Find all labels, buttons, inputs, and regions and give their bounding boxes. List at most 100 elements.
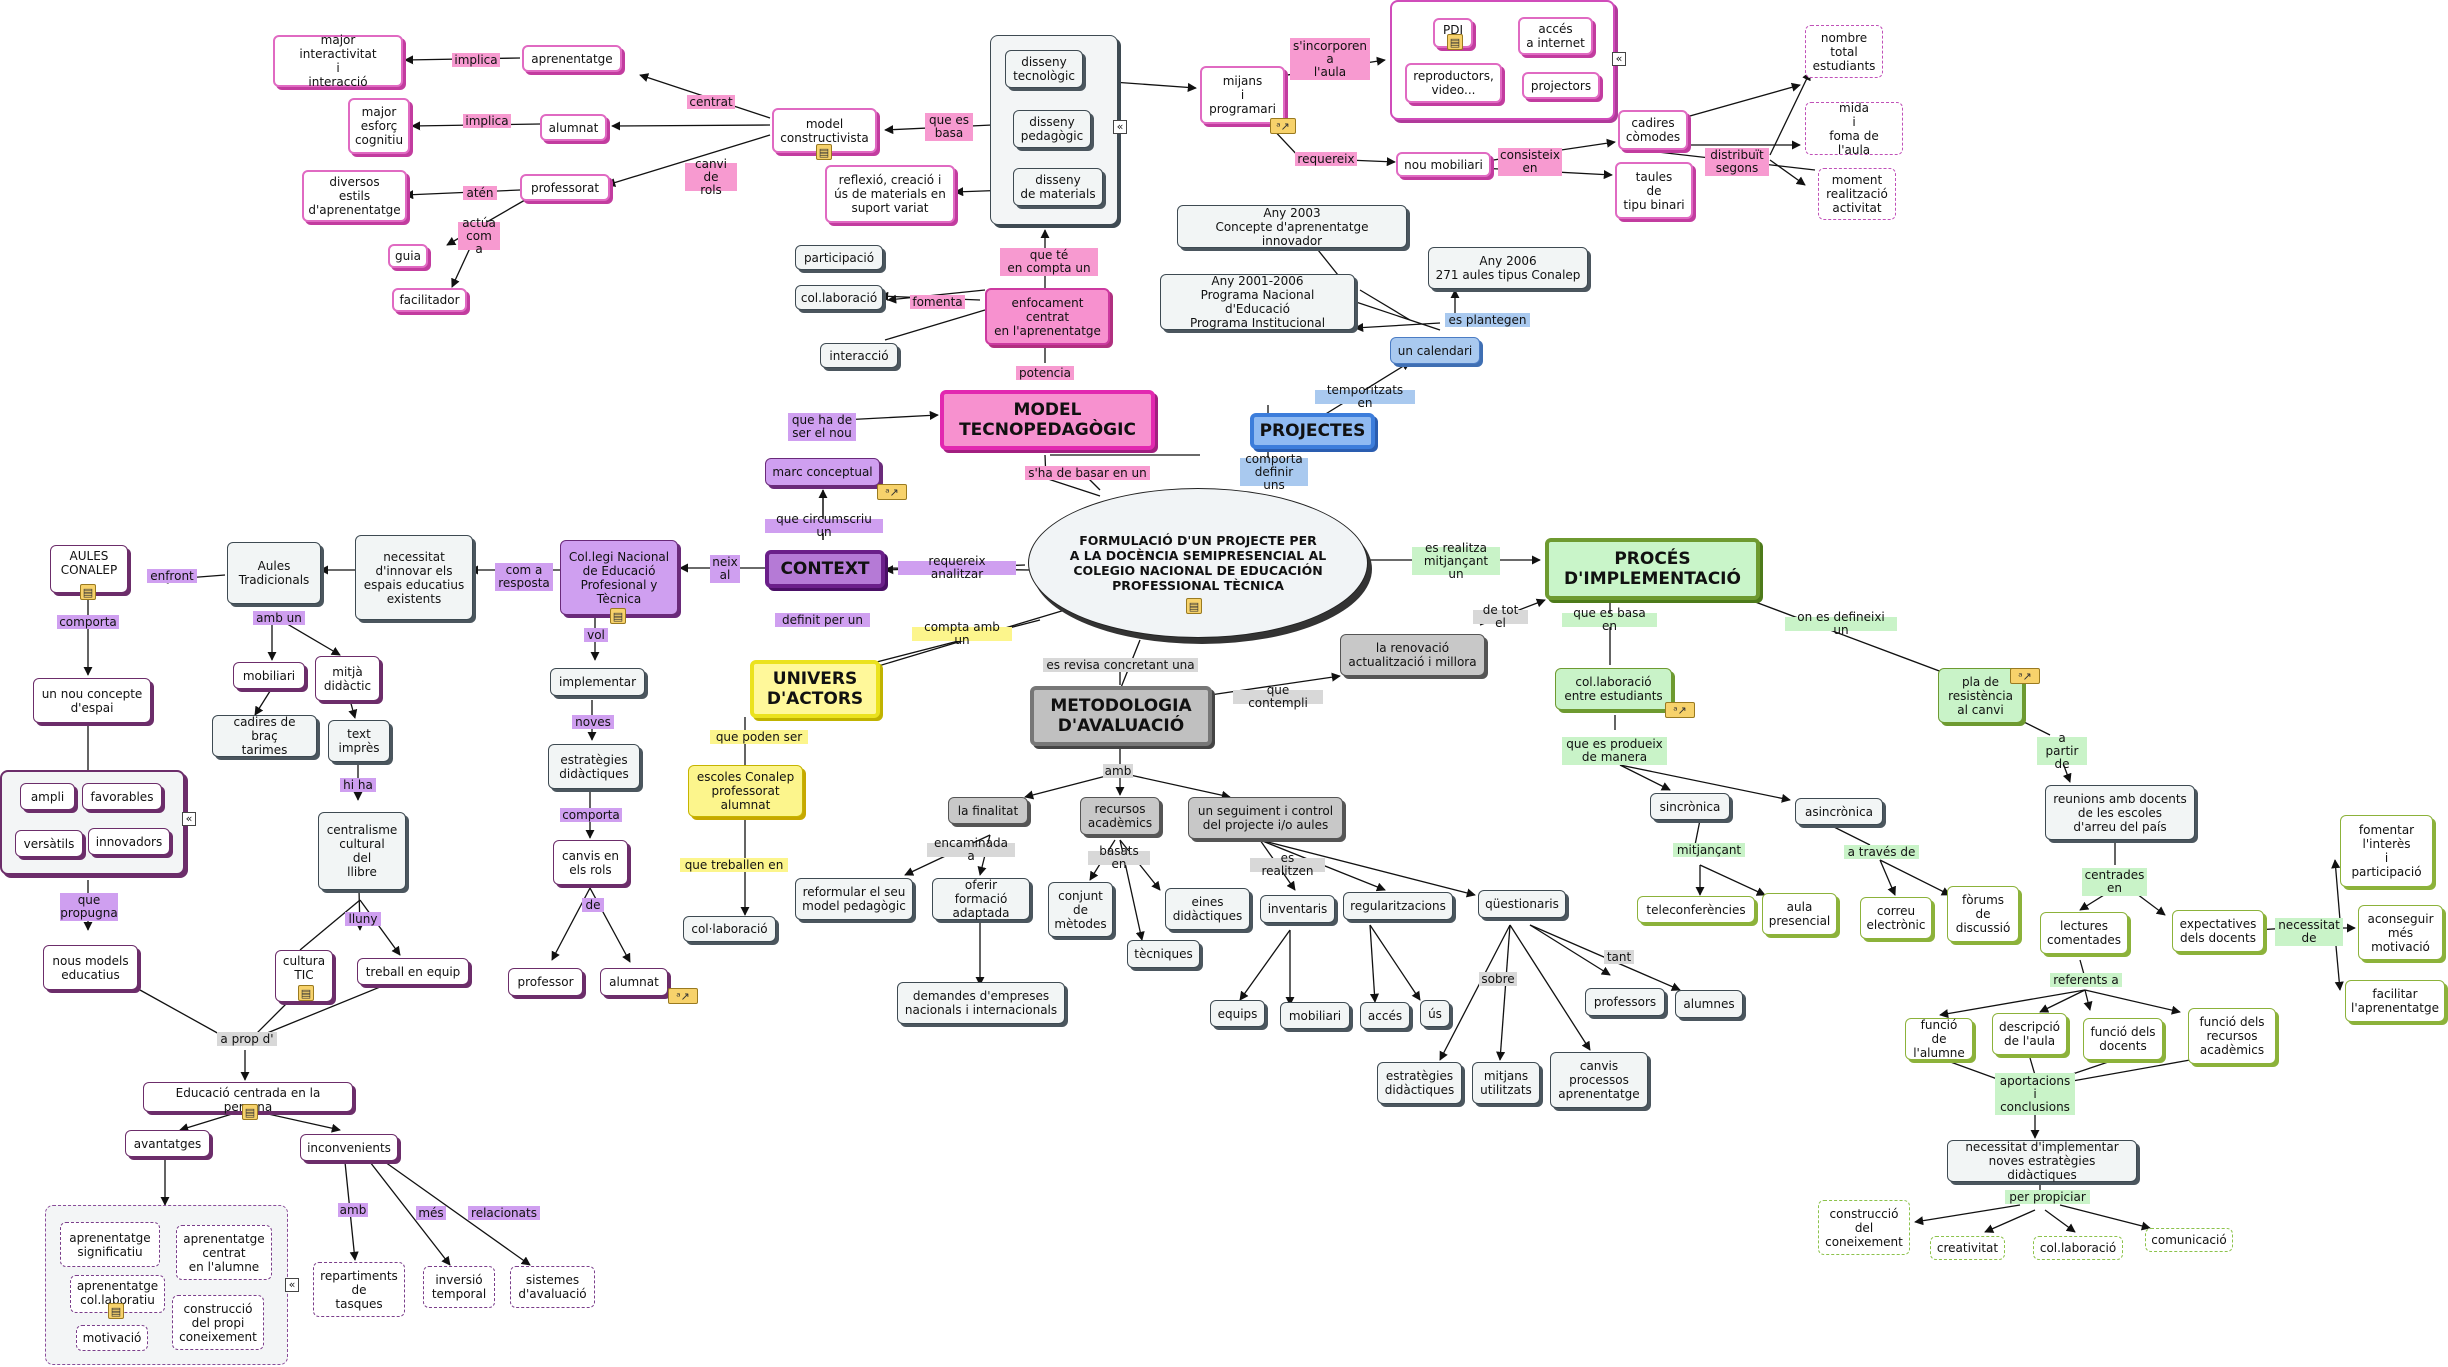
- aules-conalep-node[interactable]: AULES CONALEP: [50, 545, 128, 593]
- sistemes-avaluacio-node[interactable]: sistemes d'avaluació: [510, 1266, 595, 1308]
- cadires-brac-node[interactable]: cadires de braç tarimes: [212, 715, 317, 757]
- collaboracio-estudiants-node[interactable]: col.laboració entre estudiants: [1555, 668, 1672, 710]
- creativitat-node[interactable]: creativitat: [1930, 1236, 2005, 1260]
- regularitzacions-node[interactable]: regularitzacions: [1343, 892, 1453, 920]
- mobiliari-context-node[interactable]: mobiliari: [233, 662, 305, 689]
- funcio-recursos-node[interactable]: funció dels recursos acadèmics: [2188, 1008, 2276, 1064]
- metodologia-avaluacio-node[interactable]: METODOLOGIA D'AVALUACIÓ: [1030, 686, 1212, 746]
- alumnes-node[interactable]: alumnes: [1675, 990, 1743, 1018]
- forums-node[interactable]: fòrums de discussió: [1947, 886, 2019, 942]
- innovadors-node[interactable]: innovadors: [88, 828, 170, 855]
- teleconferencies-node[interactable]: teleconferències: [1637, 896, 1755, 923]
- lectures-node[interactable]: lectures comentades: [2040, 912, 2128, 954]
- funcio-alumne-node[interactable]: funció de l'alumne: [1905, 1018, 1973, 1060]
- avantatges-node[interactable]: avantatges: [125, 1130, 210, 1157]
- necessitat-implementar-node[interactable]: necessitat d'implementar noves estratègi…: [1947, 1140, 2137, 1182]
- funcio-docents-node[interactable]: funció dels docents: [2083, 1018, 2163, 1060]
- aprenentatge-centrat-node[interactable]: aprenentatge centrat en l'alumne: [176, 1225, 272, 1280]
- colegi-nacional-node[interactable]: Col.legi Nacional de Educació Profesiona…: [560, 540, 678, 615]
- comunicacio-node[interactable]: comunicació: [2145, 1228, 2233, 1252]
- mobiliari-metod-node[interactable]: mobiliari: [1280, 1002, 1350, 1029]
- finalitat-node[interactable]: la finalitat: [948, 797, 1028, 824]
- expectatives-node[interactable]: expectatives dels docents: [2172, 910, 2264, 952]
- questionaris-node[interactable]: qüestionaris: [1478, 890, 1566, 918]
- text-impres-node[interactable]: text imprès: [328, 720, 390, 762]
- collaboracio-node[interactable]: col.laboració: [795, 285, 883, 310]
- construccio-coneixement-node[interactable]: construcció del coneixement: [1818, 1200, 1910, 1255]
- recursos-academics-node[interactable]: recursos acadèmics: [1080, 797, 1160, 835]
- note-icon[interactable]: ▤: [242, 1104, 258, 1120]
- educacio-centrada-node[interactable]: Educació centrada en la persona: [143, 1082, 353, 1114]
- asincronica-node[interactable]: asincrònica: [1795, 798, 1883, 825]
- aules-tradicionals-node[interactable]: Aules Tradicionals: [227, 542, 321, 604]
- estrategies-metod-node[interactable]: estratègies didàctiques: [1377, 1062, 1462, 1104]
- context-node[interactable]: CONTEXT: [765, 550, 885, 588]
- mitjans-utilitzats-node[interactable]: mitjans utilitzats: [1472, 1062, 1540, 1104]
- sincronica-node[interactable]: sincrònica: [1650, 793, 1730, 820]
- versatils-node[interactable]: versàtils: [15, 830, 83, 857]
- professor-context-node[interactable]: professor: [508, 968, 583, 996]
- resource-link-icon[interactable]: ᵃ↗: [877, 484, 907, 500]
- reproductors-node[interactable]: reproductors, video...: [1405, 63, 1502, 103]
- canvis-rols-node[interactable]: canvis en els rols: [553, 840, 628, 885]
- mitja-didactic-node[interactable]: mitjà didàctic: [315, 656, 380, 701]
- univers-actors-node[interactable]: UNIVERS D'ACTORS: [750, 660, 880, 718]
- marc-conceptual-node[interactable]: marc conceptual: [765, 458, 880, 486]
- favorables-node[interactable]: favorables: [82, 783, 162, 810]
- estrategies-context-node[interactable]: estratègies didàctiques: [548, 744, 640, 789]
- descripcio-aula-node[interactable]: descripció de l'aula: [1992, 1013, 2067, 1055]
- inconvenients-node[interactable]: inconvenients: [300, 1134, 398, 1161]
- fomentar-node[interactable]: fomentar l'interès i participació: [2340, 815, 2433, 887]
- facilitar-node[interactable]: facilitar l'aprenentatge: [2345, 980, 2445, 1022]
- taules-binari-node[interactable]: taules de tipu binari: [1615, 162, 1693, 219]
- resource-link-icon[interactable]: ᵃ↗: [2010, 668, 2040, 684]
- resource-link-icon[interactable]: ᵃ↗: [668, 988, 698, 1004]
- conjunt-metodes-node[interactable]: conjunt de mètodes: [1048, 882, 1113, 937]
- reformular-node[interactable]: reformular el seu model pedagògic: [795, 878, 913, 920]
- cadires-comodes-node[interactable]: cadires còmodes: [1618, 110, 1688, 150]
- collaboracio-univers-node[interactable]: col·laboració: [683, 916, 776, 942]
- participacio-node[interactable]: participació: [795, 245, 883, 270]
- any-2001-node[interactable]: Any 2001-2006 Programa Nacional d'Educac…: [1160, 274, 1355, 330]
- escoles-conalep-node[interactable]: escoles Conalep professorat alumnat: [688, 765, 803, 817]
- alumnat-model-node[interactable]: alumnat: [540, 114, 607, 141]
- calendari-node[interactable]: un calendari: [1390, 337, 1480, 364]
- nou-mobiliari-node[interactable]: nou mobiliari: [1396, 152, 1491, 177]
- ampli-node[interactable]: ampli: [20, 783, 75, 810]
- note-icon[interactable]: ▤: [1186, 598, 1202, 614]
- projectes-node[interactable]: PROJECTES: [1250, 413, 1375, 449]
- motivacio-node[interactable]: motivació: [76, 1325, 148, 1351]
- acces-metod-node[interactable]: accés: [1360, 1002, 1410, 1029]
- professors-node[interactable]: professors: [1585, 988, 1665, 1016]
- necessitat-innovar-node[interactable]: necessitat d'innovar els espais educatiu…: [355, 535, 473, 620]
- aprenentatge-significatiu-node[interactable]: aprenentatge significatiu: [60, 1222, 160, 1267]
- any-2006-node[interactable]: Any 2006 271 aules tipus Conalep: [1428, 247, 1588, 289]
- mida-aula-node[interactable]: mida i foma de l'aula: [1805, 101, 1903, 157]
- canvis-processos-node[interactable]: canvis processos aprenentatge: [1550, 1052, 1648, 1108]
- note-icon[interactable]: ▤: [80, 584, 96, 600]
- repartiments-node[interactable]: repartiments de tasques: [313, 1262, 405, 1317]
- resource-link-icon[interactable]: ᵃ↗: [1270, 118, 1296, 134]
- nombre-total-node[interactable]: nombre total estudiants: [1805, 25, 1883, 78]
- nous-models-node[interactable]: nous models educatius: [43, 945, 138, 990]
- aula-presencial-node[interactable]: aula presencial: [1762, 893, 1837, 935]
- us-node[interactable]: ús: [1420, 1000, 1450, 1027]
- collaboracio-propiciar-node[interactable]: col.laboració: [2033, 1236, 2123, 1260]
- facilitador-node[interactable]: facilitador: [392, 288, 467, 312]
- acces-internet-node[interactable]: accés a internet: [1518, 17, 1593, 55]
- disseny-tecnologic-node[interactable]: disseny tecnològic: [1005, 50, 1083, 88]
- construccio-propi-node[interactable]: construcció del propi coneixement: [172, 1295, 264, 1350]
- note-icon[interactable]: ▤: [1447, 34, 1463, 50]
- note-icon[interactable]: ▤: [816, 144, 832, 160]
- model-tecnopedagogic-node[interactable]: MODEL TECNOPEDAGÒGIC: [940, 390, 1155, 450]
- note-icon[interactable]: ▤: [298, 985, 314, 1001]
- diversos-estils-node[interactable]: diversos estils d'aprenentatge: [302, 170, 407, 222]
- note-icon[interactable]: ▤: [108, 1303, 124, 1319]
- disseny-materials-node[interactable]: disseny de materials: [1013, 168, 1103, 206]
- moment-activitat-node[interactable]: moment realització activitat: [1818, 168, 1896, 220]
- eines-didactiques-node[interactable]: eines didàctiques: [1165, 888, 1250, 930]
- reflexio-node[interactable]: reflexió, creació i ús de materials en s…: [825, 165, 955, 223]
- disseny-pedagogic-node[interactable]: disseny pedagògic: [1013, 110, 1091, 148]
- resource-link-icon[interactable]: ᵃ↗: [1665, 702, 1695, 718]
- reunions-node[interactable]: reunions amb docents de les escoles d'ar…: [2045, 785, 2195, 840]
